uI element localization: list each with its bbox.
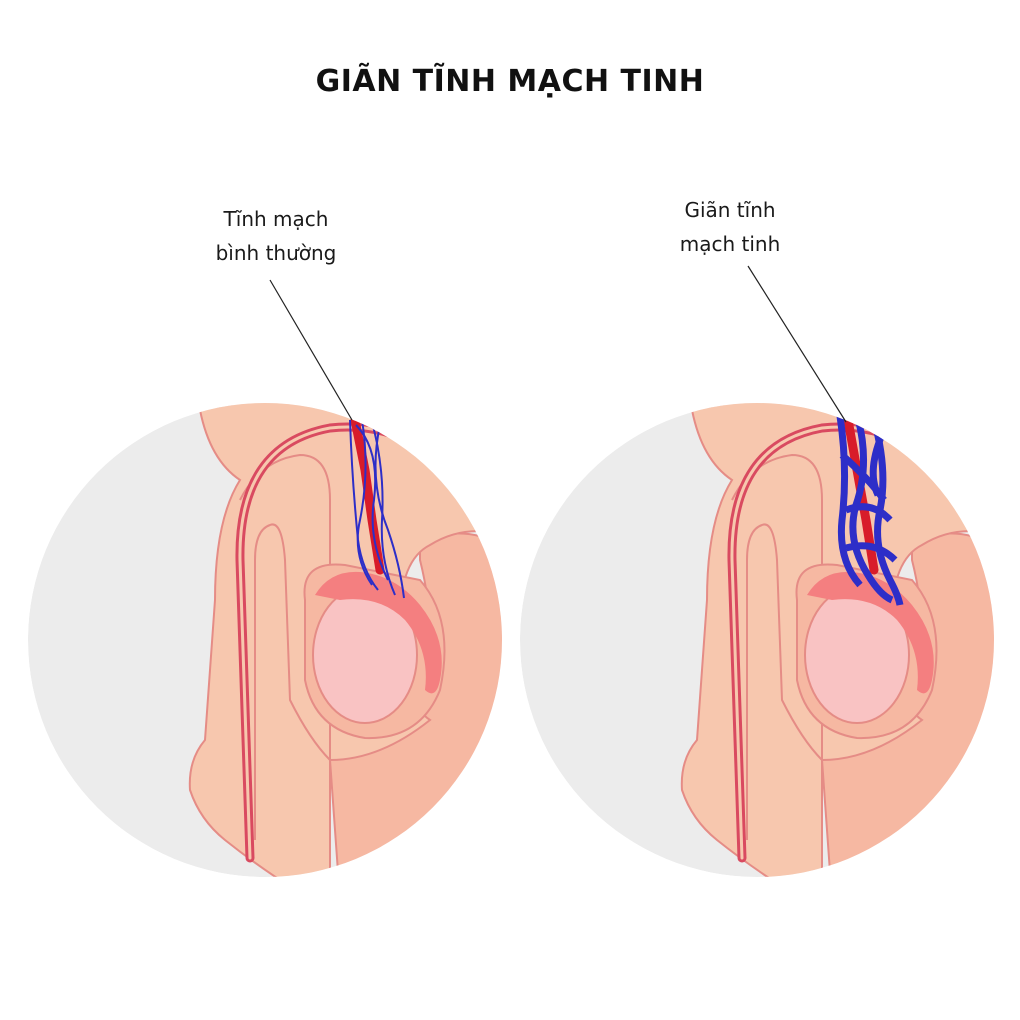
callout-normal-vein: Tĩnh mạch bình thường [196, 202, 356, 270]
left-panel-anatomy [28, 395, 520, 900]
callout-varicocele-line1: Giãn tĩnh [684, 198, 776, 222]
callout-normal-line2: bình thường [215, 241, 337, 265]
leader-line-right [747, 265, 847, 423]
page-title: GIÃN TĨNH MẠCH TINH [315, 64, 705, 99]
callout-varicocele: Giãn tĩnh mạch tinh [650, 193, 810, 261]
leader-line-left [269, 279, 353, 421]
right-panel-anatomy [520, 395, 1012, 900]
callout-normal-line1: Tĩnh mạch [223, 207, 329, 231]
callout-varicocele-line2: mạch tinh [679, 232, 781, 256]
